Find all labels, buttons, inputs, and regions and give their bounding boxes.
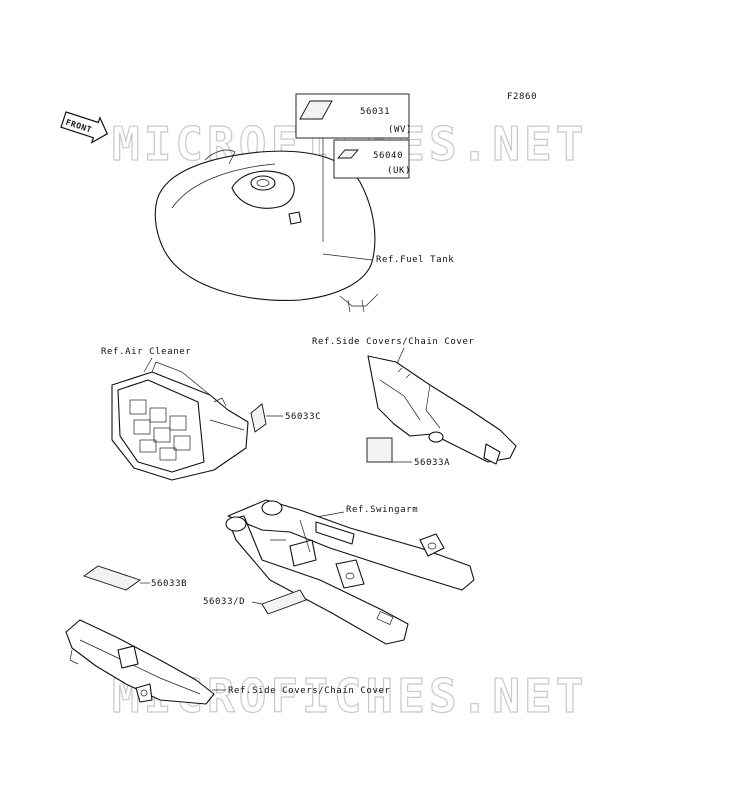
air-cleaner xyxy=(111,361,249,481)
part-number-56033b: 56033B xyxy=(151,579,187,589)
part-number-56031: 56031 xyxy=(360,107,390,117)
ref-swingarm-label: Ref.Swingarm xyxy=(346,505,418,515)
decal-56033d xyxy=(261,589,307,615)
chain-cover xyxy=(65,619,215,705)
decal-56033b xyxy=(83,565,141,591)
note-uk: (UK) xyxy=(387,166,411,176)
decal-56033c xyxy=(250,403,267,433)
part-number-56040: 56040 xyxy=(373,151,403,161)
figure-code: F2860 xyxy=(507,92,537,102)
swingarm xyxy=(225,499,475,645)
callout-box-56040: 56040 (UK) xyxy=(333,139,411,179)
fuel-tank xyxy=(154,149,379,313)
part-number-56033d: 56033/D xyxy=(203,597,245,607)
ref-air-cleaner-label: Ref.Air Cleaner xyxy=(101,347,191,357)
part-number-56033a: 56033A xyxy=(414,458,450,468)
side-cover xyxy=(367,355,517,465)
ref-side-covers-top-label: Ref.Side Covers/Chain Cover xyxy=(312,337,475,347)
decal-56033a xyxy=(366,437,393,463)
front-arrow-icon: FRONT xyxy=(60,111,109,144)
callout-box-56031: 56031 (WV) xyxy=(295,93,412,139)
note-wv: (WV) xyxy=(388,125,412,135)
part-number-56033c: 56033C xyxy=(285,412,321,422)
ref-fuel-tank-label: Ref.Fuel Tank xyxy=(376,255,454,265)
ref-side-covers-bottom-label: Ref.Side Covers/Chain Cover xyxy=(228,686,391,696)
